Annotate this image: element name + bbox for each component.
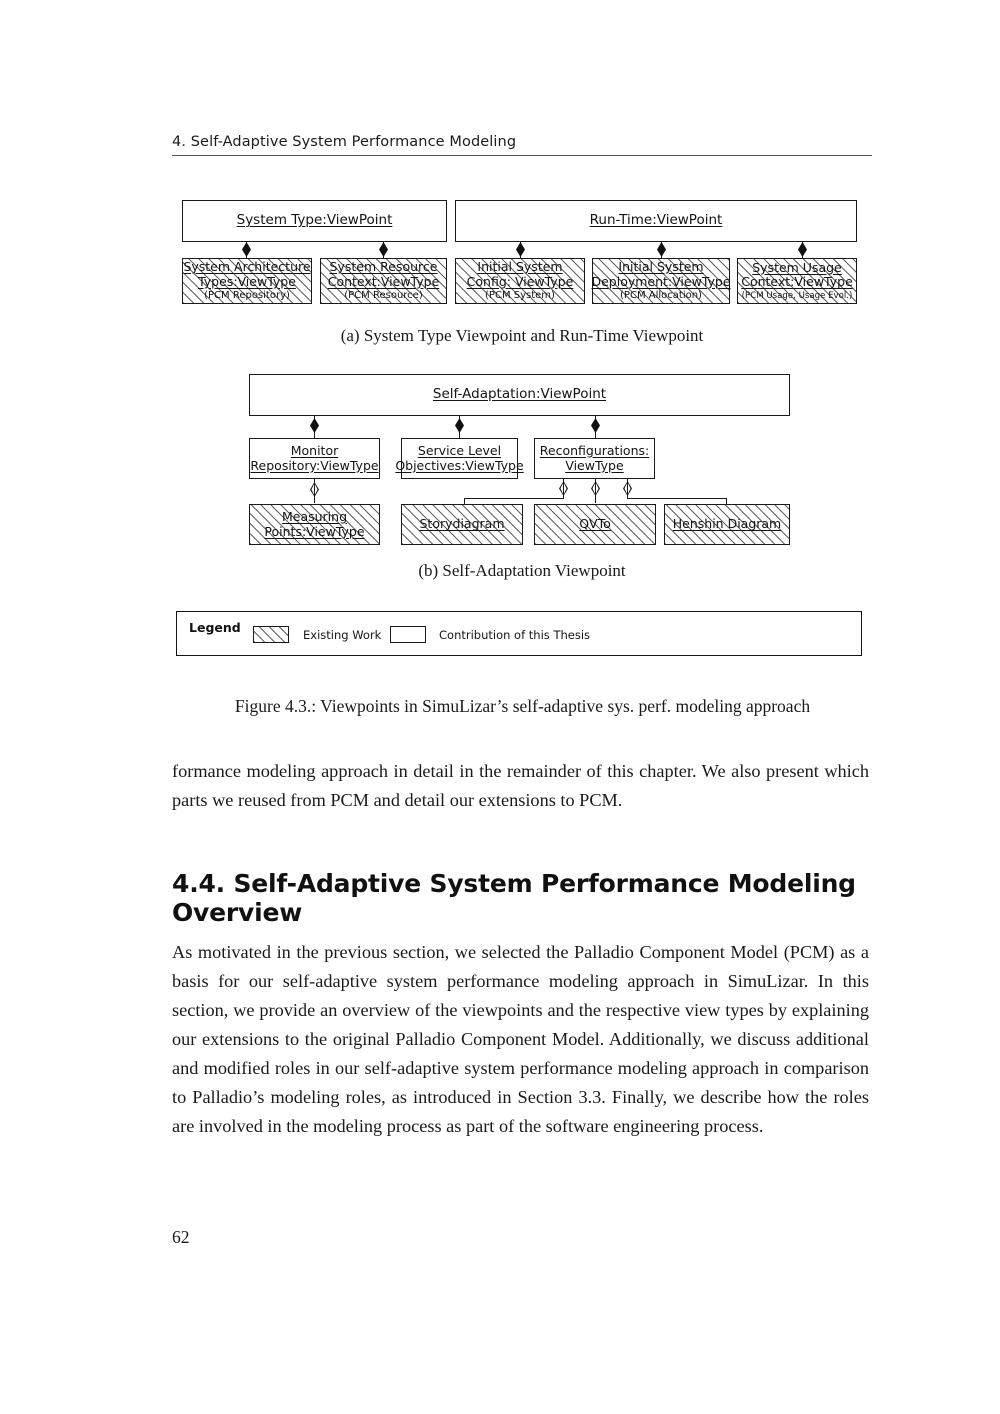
viewtype-label-line1: Reconfigurations:	[539, 442, 650, 458]
running-header: 4. Self-Adaptive System Performance Mode…	[172, 134, 872, 156]
viewtype-sublabel: (PCM Resource)	[344, 290, 423, 302]
viewtype-sublabel: (PCM Allocation)	[620, 290, 702, 302]
viewpoint-label: Run-Time:ViewPoint	[589, 212, 723, 229]
viewtype-box-qvto: QVTo	[534, 504, 656, 545]
chapter-title: 4. Self-Adaptive System Performance Mode…	[172, 134, 517, 150]
viewtype-box-storydiagram: Storydiagram	[401, 504, 523, 545]
viewtype-sublabel: (PCM Repository)	[204, 290, 290, 302]
filled-diamond-icon	[310, 418, 319, 433]
viewpoint-label: Self-Adaptation:ViewPoint	[432, 386, 607, 403]
viewtype-box-system-resource-context: System Resource Context:ViewType (PCM Re…	[320, 258, 447, 304]
legend-swatch-existing-work	[253, 626, 289, 643]
viewpoint-box-self-adaptation: Self-Adaptation:ViewPoint	[249, 374, 790, 416]
viewtype-sublabel: (PCM System)	[485, 290, 555, 302]
viewtype-label-line1: System Architecture	[183, 258, 311, 274]
filled-diamond-icon	[798, 242, 807, 257]
figure-b-caption: (b) Self-Adaptation Viewpoint	[418, 561, 626, 580]
viewtype-box-initial-system-config: Initial System Config: ViewType (PCM Sys…	[455, 258, 585, 304]
filled-diamond-icon	[242, 242, 251, 257]
filled-diamond-icon	[379, 242, 388, 257]
viewtype-label-line2: Deployment:ViewType	[591, 273, 731, 289]
viewtype-label-line2: Types:ViewType	[198, 273, 296, 289]
viewtype-label-line2: Context:ViewType	[327, 273, 440, 289]
viewtype-box-service-level-objectives: Service Level Objectives:ViewType	[395, 438, 524, 479]
viewtype-label-line1: QVTo	[579, 516, 611, 532]
filled-diamond-icon	[657, 242, 666, 257]
viewtype-label-line1: Initial System	[477, 258, 563, 274]
filled-diamond-icon	[516, 242, 525, 257]
branch-line	[464, 498, 564, 500]
viewtype-label-line2: ViewType	[565, 457, 624, 473]
filled-diamond-icon	[455, 418, 464, 433]
viewtype-box-initial-system-deployment: Initial System Deployment:ViewType (PCM …	[591, 258, 731, 304]
viewtype-box-measuring-points: Measuring Points:ViewType	[249, 504, 380, 545]
viewpoint-box-run-time: Run-Time:ViewPoint	[455, 200, 857, 242]
viewtype-label-line1: Service Level	[417, 442, 502, 458]
legend-panel: Legend Existing Work Contribution of thi…	[176, 611, 862, 656]
legend-label-contribution: Contribution of this Thesis	[439, 628, 591, 642]
viewtype-sublabel: (PCM Usage, Usage Evol.)	[741, 291, 853, 302]
viewpoint-box-system-type: System Type:ViewPoint	[182, 200, 447, 242]
paragraph-overview: As motivated in the previous section, we…	[172, 942, 869, 1136]
branch-line	[627, 498, 727, 500]
branch-line	[464, 498, 466, 505]
viewtype-label-line1: Monitor	[290, 442, 339, 458]
viewtype-box-reconfigurations: Reconfigurations: ViewType	[534, 438, 655, 479]
viewtype-box-system-architecture-types: System Architecture Types:ViewType (PCM …	[182, 258, 312, 304]
legend-title: Legend	[189, 620, 241, 635]
viewtype-label-line1: Measuring	[281, 508, 348, 524]
viewtype-label-line2: Objectives:ViewType	[395, 457, 524, 473]
figure-a-caption: (a) System Type Viewpoint and Run-Time V…	[340, 326, 704, 345]
viewtype-label-line1: Henshin Diagram	[672, 516, 782, 532]
viewtype-label-line2: Config: ViewType	[466, 273, 574, 289]
header-rule	[172, 155, 872, 156]
branch-line	[726, 498, 728, 505]
viewtype-label-line1: Storydiagram	[419, 516, 505, 532]
filled-diamond-icon	[591, 418, 600, 433]
viewtype-label-line1: System Usage	[752, 259, 842, 275]
aggregation-line	[563, 479, 565, 499]
viewtype-label-line2: Points:ViewType	[264, 523, 365, 539]
aggregation-line	[595, 479, 597, 503]
viewtype-label-line1: System Resource	[329, 258, 438, 274]
viewtype-label-line2: Context:ViewType	[741, 274, 853, 290]
legend-swatch-contribution	[390, 626, 426, 643]
legend-label-existing-work: Existing Work	[303, 628, 382, 642]
viewtype-box-monitor-repository: Monitor Repository:ViewType	[249, 438, 380, 479]
viewtype-label-line2: Repository:ViewType	[250, 457, 379, 473]
aggregation-line	[314, 479, 316, 503]
paragraph-continuation: formance modeling approach in detail in …	[172, 761, 869, 810]
figure-caption: Figure 4.3.: Viewpoints in SimuLizar’s s…	[234, 696, 811, 716]
page-number: 62	[172, 1227, 190, 1247]
viewtype-box-system-usage-context: System Usage Context:ViewType (PCM Usage…	[737, 258, 857, 304]
viewtype-label-line1: Initial System	[618, 258, 704, 274]
section-heading-4-4: 4.4. Self-Adaptive System Performance Mo…	[172, 869, 856, 927]
viewtype-box-henshin-diagram: Henshin Diagram	[664, 504, 790, 545]
viewpoint-label: System Type:ViewPoint	[236, 212, 393, 229]
aggregation-line	[627, 479, 629, 499]
